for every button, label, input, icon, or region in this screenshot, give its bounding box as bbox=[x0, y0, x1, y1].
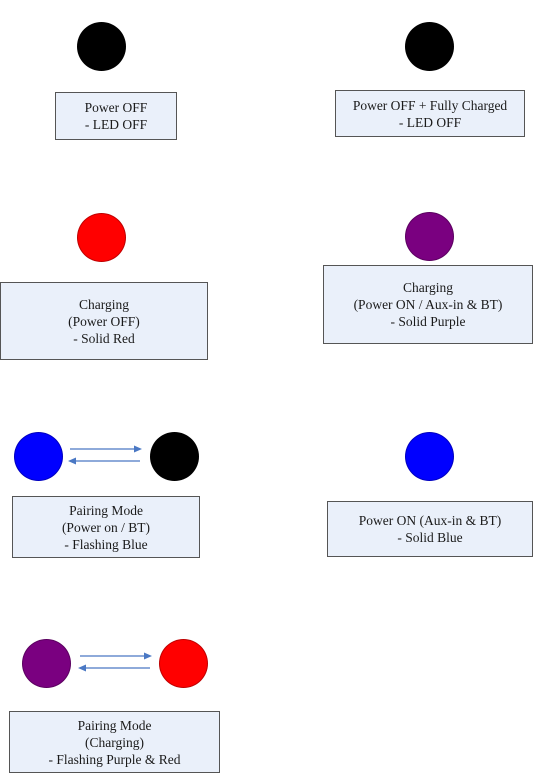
state-label-line: Pairing Mode bbox=[78, 717, 152, 734]
led-pairing-purple bbox=[22, 639, 71, 688]
led-charging-solid-purple bbox=[405, 212, 454, 261]
state-label-line: (Power on / BT) bbox=[62, 519, 150, 536]
state-label-line: Power OFF bbox=[85, 99, 148, 116]
state-box-charging-power-on: Charging (Power ON / Aux-in & BT) - Soli… bbox=[323, 265, 533, 344]
state-label-line: - LED OFF bbox=[399, 114, 461, 131]
state-label-line: - Solid Red bbox=[73, 330, 135, 347]
state-label-line: Power OFF + Fully Charged bbox=[353, 97, 507, 114]
led-pairing-off bbox=[150, 432, 199, 481]
state-box-power-off: Power OFF - LED OFF bbox=[55, 92, 177, 140]
state-label-line: - Solid Purple bbox=[390, 313, 465, 330]
state-box-power-off-fully-charged: Power OFF + Fully Charged - LED OFF bbox=[335, 90, 525, 137]
state-box-pairing-bt: Pairing Mode (Power on / BT) - Flashing … bbox=[12, 496, 200, 558]
state-label-line: (Power OFF) bbox=[68, 313, 140, 330]
led-pairing-red bbox=[159, 639, 208, 688]
led-pairing-blue bbox=[14, 432, 63, 481]
state-label-line: Pairing Mode bbox=[69, 502, 143, 519]
state-box-charging-power-off: Charging (Power OFF) - Solid Red bbox=[0, 282, 208, 360]
state-label-line: Charging bbox=[403, 279, 453, 296]
state-label-line: - LED OFF bbox=[85, 116, 147, 133]
state-label-line: Power ON (Aux-in & BT) bbox=[359, 512, 501, 529]
state-label-line: - Flashing Blue bbox=[64, 536, 147, 553]
state-box-power-on: Power ON (Aux-in & BT) - Solid Blue bbox=[327, 501, 533, 557]
toggle-arrows-icon bbox=[62, 443, 152, 467]
state-label-line: (Power ON / Aux-in & BT) bbox=[354, 296, 503, 313]
led-power-on-solid-blue bbox=[405, 432, 454, 481]
led-charging-solid-red bbox=[77, 213, 126, 262]
state-label-line: Charging bbox=[79, 296, 129, 313]
state-label-line: (Charging) bbox=[85, 734, 144, 751]
toggle-arrows-icon bbox=[72, 650, 162, 674]
state-label-line: - Solid Blue bbox=[397, 529, 462, 546]
led-power-off-fully-charged bbox=[405, 22, 454, 71]
state-label-line: - Flashing Purple & Red bbox=[49, 751, 181, 768]
led-power-off bbox=[77, 22, 126, 71]
state-box-pairing-charging: Pairing Mode (Charging) - Flashing Purpl… bbox=[9, 711, 220, 773]
